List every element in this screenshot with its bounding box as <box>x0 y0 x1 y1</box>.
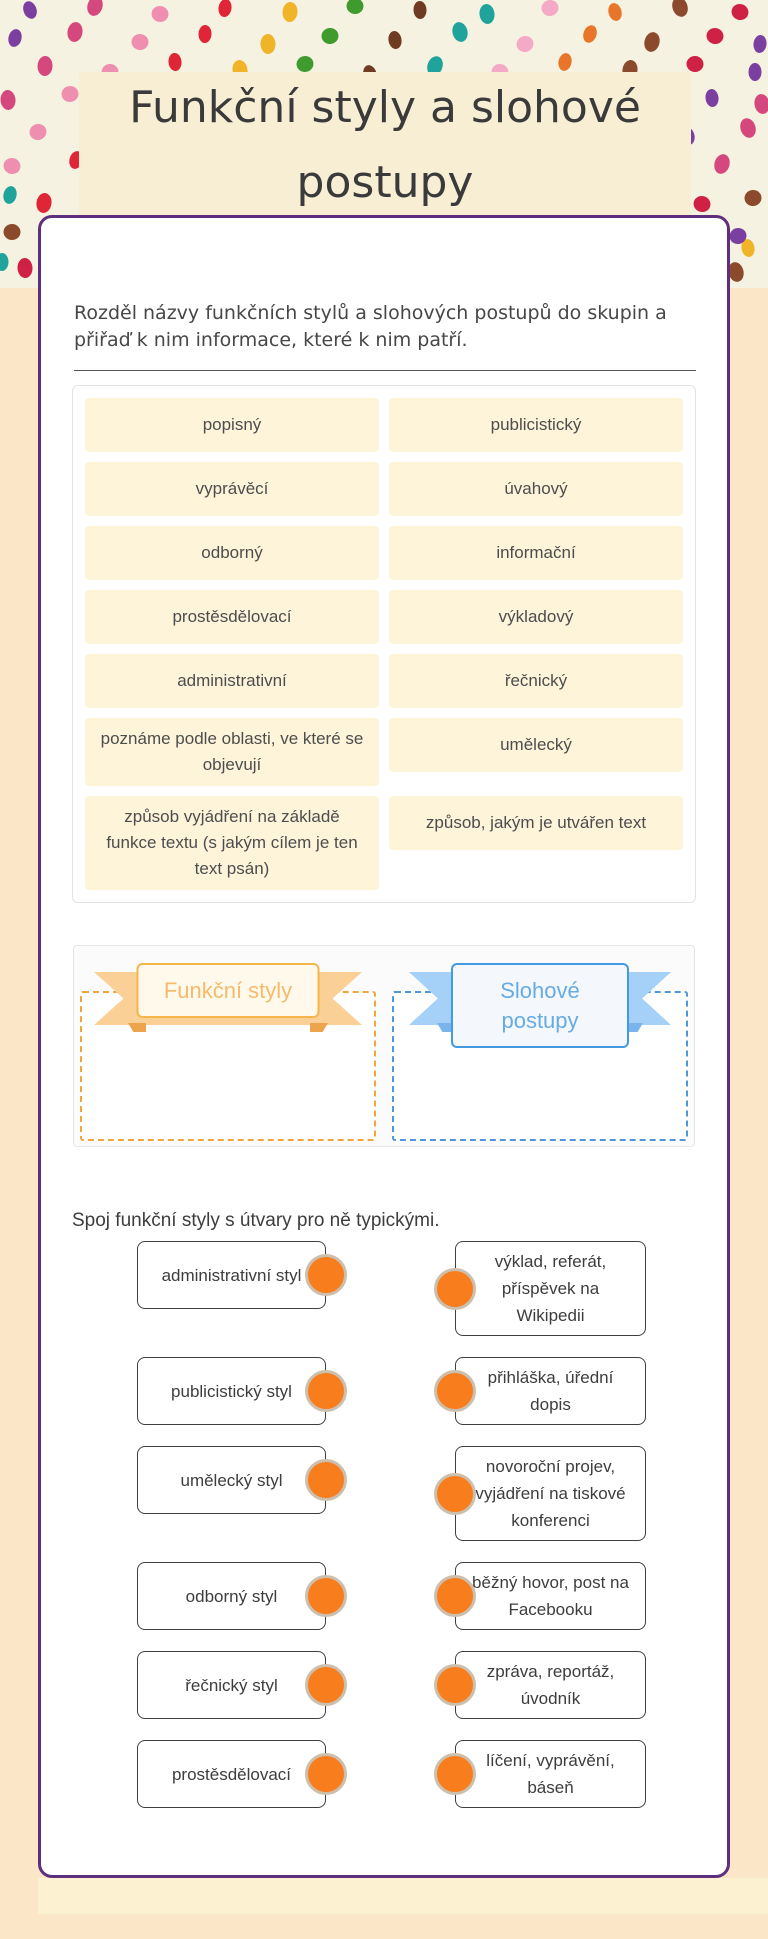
match-right-box: líčení, vyprávění, báseň <box>434 1740 646 1808</box>
match-row: odborný styl běžný hovor, post na Facebo… <box>137 1562 727 1630</box>
connector-dot[interactable] <box>434 1753 476 1795</box>
connector-dot[interactable] <box>434 1370 476 1412</box>
word-chip[interactable]: prostěsdělovací <box>85 590 379 644</box>
match-row: prostěsdělovací líčení, vyprávění, báseň <box>137 1740 727 1808</box>
match-right-label: novoroční projev, vyjádření na tiskové k… <box>475 1457 626 1530</box>
connector-dot[interactable] <box>305 1254 347 1296</box>
group-slohove-postupy: Slohové postupy <box>392 963 688 1146</box>
word-chip[interactable]: řečnický <box>389 654 683 708</box>
match-row: umělecký styl novoroční projev, vyjádřen… <box>137 1446 727 1541</box>
match-prompt: Spoj funkční styly s útvary pro ně typic… <box>72 1210 440 1231</box>
word-chip[interactable]: poznáme podle oblasti, ve které se objev… <box>85 718 379 786</box>
connector-dot[interactable] <box>434 1575 476 1617</box>
connector-dot[interactable] <box>305 1370 347 1412</box>
word-chip[interactable]: popisný <box>85 398 379 452</box>
match-right-label: výklad, referát, příspěvek na Wikipedii <box>494 1252 607 1325</box>
match-left-label: řečnický styl <box>185 1675 278 1695</box>
connector-dot[interactable] <box>305 1753 347 1795</box>
connector-dot[interactable] <box>305 1664 347 1706</box>
match-left-label: prostěsdělovací <box>171 1764 292 1784</box>
word-chip[interactable]: odborný <box>85 526 379 580</box>
word-chip[interactable]: informační <box>389 526 683 580</box>
match-left-label: odborný styl <box>185 1586 278 1606</box>
match-right-box: zpráva, reportáž, úvodník <box>434 1651 646 1719</box>
word-chip[interactable]: úvahový <box>389 462 683 516</box>
match-left-box: administrativní styl <box>137 1241 347 1309</box>
match-left-box: odborný styl <box>137 1562 347 1630</box>
drop-groups: Funkční styly Slohové postupy <box>73 945 695 1147</box>
word-chip[interactable]: publicistický <box>389 398 683 452</box>
connector-dot[interactable] <box>434 1472 476 1515</box>
match-left-label: administrativní styl <box>161 1265 302 1285</box>
match-right-box: novoroční projev, vyjádření na tiskové k… <box>434 1446 646 1541</box>
match-row: administrativní styl výklad, referát, př… <box>137 1241 727 1336</box>
connector-dot[interactable] <box>434 1664 476 1706</box>
match-right-label: přihláška, úřední dopis <box>487 1368 614 1414</box>
word-chip[interactable]: způsob, jakým je utvářen text <box>389 796 683 850</box>
word-chip[interactable]: administrativní <box>85 654 379 708</box>
match-right-label: běžný hovor, post na Facebooku <box>472 1573 629 1619</box>
connector-dot[interactable] <box>305 1575 347 1617</box>
drop-zone-funkcni-styly[interactable] <box>80 991 376 1141</box>
bottom-strip <box>38 1878 768 1914</box>
sort-instruction: Rozděl názvy funkčních stylů a slohových… <box>74 300 696 371</box>
match-left-box: publicistický styl <box>137 1357 347 1425</box>
match-row: publicistický styl přihláška, úřední dop… <box>137 1357 727 1425</box>
word-bank: popisný publicistický vyprávěcí úvahový … <box>72 385 696 903</box>
word-chip[interactable]: výkladový <box>389 590 683 644</box>
sort-instruction-line2: přiřaď k nim informace, které k nim patř… <box>74 329 468 351</box>
match-left-box: umělecký styl <box>137 1446 347 1514</box>
match-rows: administrativní styl výklad, referát, př… <box>41 1241 727 1808</box>
word-chip[interactable]: způsob vyjádření na základě funkce textu… <box>85 796 379 890</box>
match-left-box: řečnický styl <box>137 1651 347 1719</box>
connector-dot[interactable] <box>434 1267 476 1310</box>
connector-dot[interactable] <box>305 1459 347 1501</box>
match-right-label: líčení, vyprávění, báseň <box>486 1751 615 1797</box>
match-left-box: prostěsdělovací <box>137 1740 347 1808</box>
word-chip[interactable]: vyprávěcí <box>85 462 379 516</box>
match-left-label: umělecký styl <box>180 1470 283 1490</box>
word-chip[interactable]: umělecký <box>389 718 683 772</box>
match-right-box: běžný hovor, post na Facebooku <box>434 1562 646 1630</box>
match-right-box: přihláška, úřední dopis <box>434 1357 646 1425</box>
match-right-label: zpráva, reportáž, úvodník <box>486 1662 615 1708</box>
match-row: řečnický styl zpráva, reportáž, úvodník <box>137 1651 727 1719</box>
worksheet-card: Rozděl názvy funkčních stylů a slohových… <box>38 215 730 1878</box>
group-funkcni-styly: Funkční styly <box>80 963 376 1146</box>
match-left-label: publicistický styl <box>171 1381 292 1401</box>
sort-instruction-line1: Rozděl názvy funkčních stylů a slohových… <box>74 302 667 324</box>
match-right-box: výklad, referát, příspěvek na Wikipedii <box>434 1241 646 1336</box>
drop-zone-slohove-postupy[interactable] <box>392 991 688 1141</box>
